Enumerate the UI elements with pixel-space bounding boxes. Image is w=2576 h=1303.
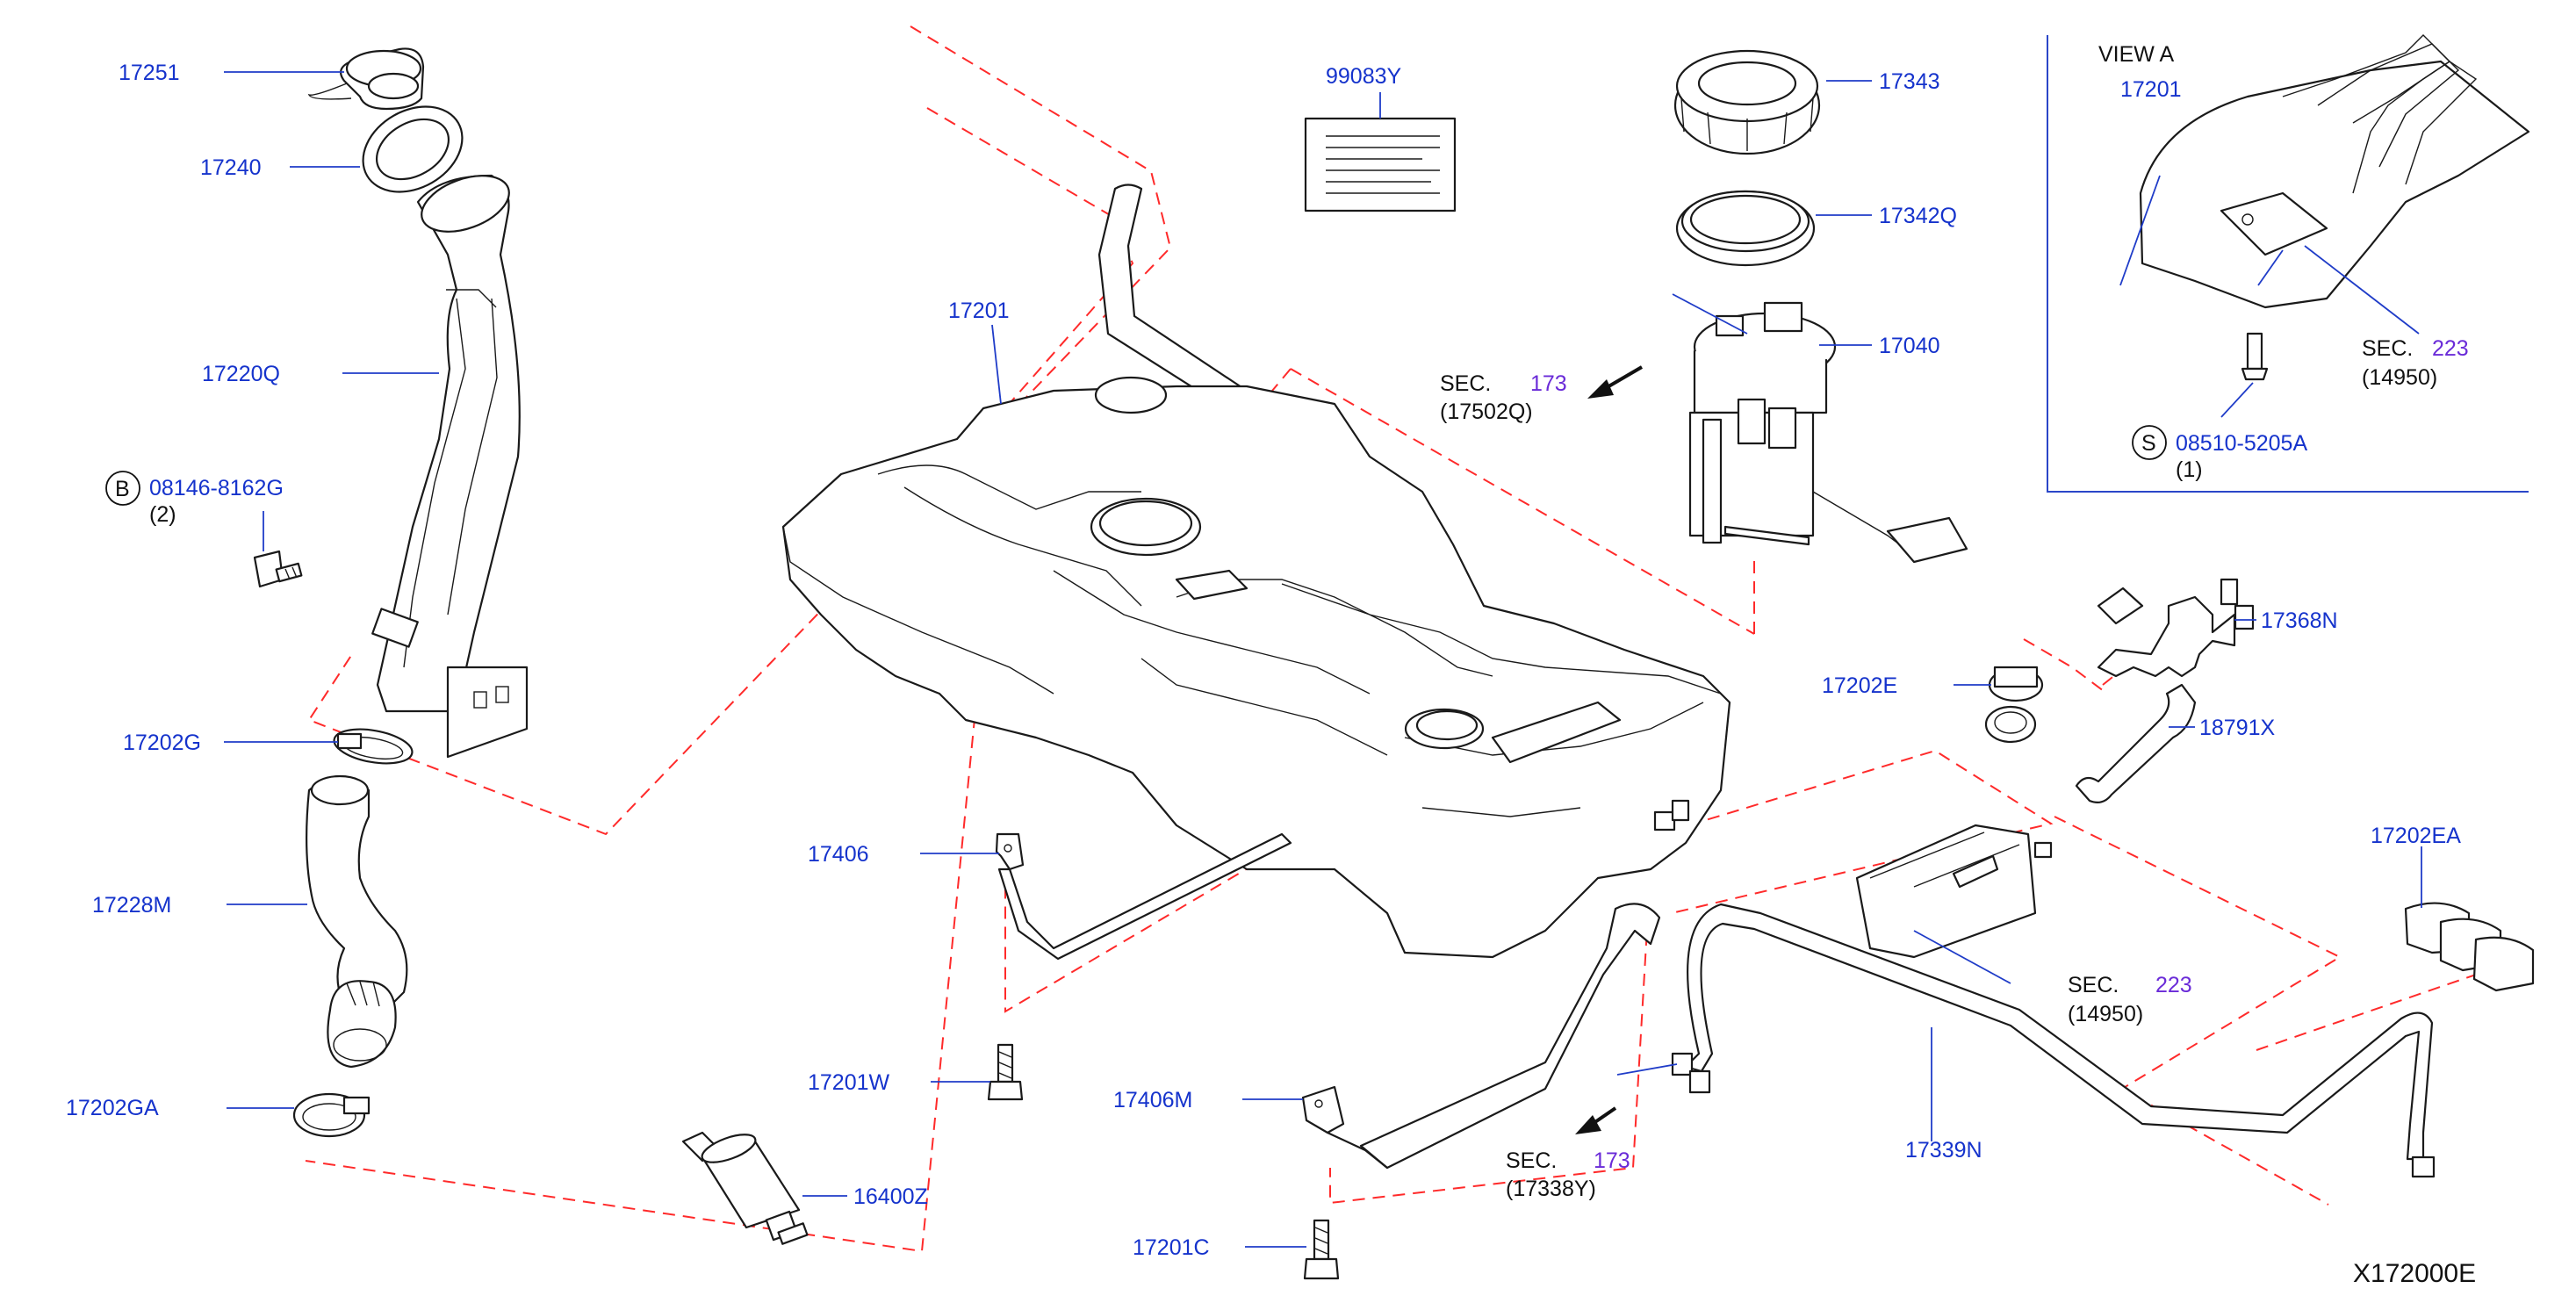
clamp-17202GA[interactable] (292, 1092, 371, 1138)
svg-text:SEC.: SEC. (2362, 336, 2413, 361)
filler-ring-17240[interactable] (348, 90, 478, 209)
view-a-title: VIEW A (2098, 42, 2174, 67)
label-17228M[interactable]: 17228M (92, 893, 171, 918)
svg-text:SEC.: SEC. (2068, 973, 2119, 997)
label-17202E[interactable]: 17202E (1822, 673, 1897, 698)
marker-b: B (105, 471, 140, 506)
label-17343[interactable]: 17343 (1879, 69, 1940, 94)
label-17368N[interactable]: 17368N (2261, 608, 2338, 633)
vent-pipe-17368N[interactable] (2097, 578, 2255, 678)
filler-tube-17220Q[interactable] (371, 165, 529, 759)
svg-text:173: 173 (1594, 1148, 1630, 1173)
label-17201-view[interactable]: 17201 (2120, 77, 2182, 102)
clip-17202E[interactable] (1984, 666, 2044, 744)
fuel-pipe-17339N[interactable] (1671, 903, 2436, 1178)
label-17201C[interactable]: 17201C (1133, 1235, 1210, 1260)
tank-band-17406[interactable] (995, 832, 1292, 961)
svg-text:(14950): (14950) (2068, 1002, 2143, 1026)
svg-text:223: 223 (2155, 973, 2192, 997)
sec-ref-173-upper[interactable]: SEC. 173 (17502Q) (1440, 371, 1567, 424)
retainer-ring-17343[interactable] (1673, 49, 1821, 155)
label-08510-5205A[interactable]: 08510-5205A (2176, 431, 2307, 456)
label-17201W[interactable]: 17201W (808, 1070, 890, 1095)
sec-ref-223-canister[interactable]: SEC. 223 (14950) (2068, 973, 2192, 1026)
svg-text:173: 173 (1530, 371, 1567, 396)
label-16400Z[interactable]: 16400Z (853, 1184, 928, 1209)
fuel-tank-17201[interactable] (781, 184, 1731, 959)
label-17201-tank[interactable]: 17201 (948, 299, 1010, 323)
label-17040[interactable]: 17040 (1879, 334, 1940, 358)
assembly-dashed-lines (305, 25, 2477, 1253)
sec-arrow-173-upper (1587, 365, 1644, 399)
svg-text:(17338Y): (17338Y) (1506, 1177, 1596, 1201)
svg-text:B: B (115, 477, 130, 501)
sec-ref-173-lower[interactable]: SEC. 173 (17338Y) (1506, 1148, 1630, 1201)
leader-lines (224, 71, 2422, 1248)
svg-text:SEC.: SEC. (1440, 371, 1491, 396)
bolt-17201C[interactable] (1303, 1219, 1340, 1280)
label-08146-8162G[interactable]: 08146-8162G (149, 476, 284, 500)
label-99083Y[interactable]: 99083Y (1326, 64, 1402, 89)
fuel-pump-17040[interactable] (1688, 301, 1968, 564)
sec-arrow-173-lower (1575, 1106, 1617, 1134)
svg-text:SEC.: SEC. (1506, 1148, 1557, 1173)
svg-text:S: S (2141, 431, 2156, 456)
svg-text:(14950): (14950) (2362, 365, 2437, 390)
filler-hose-17228M[interactable] (306, 774, 408, 1069)
view-a-inset (2047, 34, 2530, 493)
clamp-17202G[interactable] (332, 723, 415, 768)
label-17406M[interactable]: 17406M (1113, 1088, 1192, 1112)
label-17220Q[interactable]: 17220Q (202, 362, 280, 386)
label-17251[interactable]: 17251 (119, 61, 180, 85)
diagram-id: X172000E (2353, 1259, 2476, 1288)
tank-band-17406M[interactable] (1301, 903, 1661, 1170)
label-08510-qty: (1) (2176, 457, 2203, 482)
evap-canister[interactable] (1855, 824, 2053, 959)
label-17342Q[interactable]: 17342Q (1879, 204, 1957, 228)
bolt-08146-8162G[interactable] (253, 550, 303, 588)
label-17202GA[interactable]: 17202GA (66, 1096, 159, 1120)
label-plate-99083Y[interactable] (1304, 117, 1457, 212)
sec-ref-223-view[interactable]: SEC. 223 (14950) (2362, 336, 2469, 390)
label-08146-qty: (2) (149, 502, 176, 527)
svg-text:(17502Q): (17502Q) (1440, 400, 1533, 424)
filler-cap-17251[interactable] (307, 47, 425, 111)
label-17202G[interactable]: 17202G (123, 731, 201, 755)
label-17240[interactable]: 17240 (200, 155, 262, 180)
fuel-filter-16400Z[interactable] (681, 1129, 809, 1245)
pump-seal-17342Q[interactable] (1675, 190, 1816, 267)
label-17339N[interactable]: 17339N (1905, 1138, 1982, 1163)
label-18791X[interactable]: 18791X (2199, 716, 2276, 740)
part-labels: 17251 17240 17220Q 08146-8162G (2) 17202… (66, 42, 2476, 1288)
label-17202EA[interactable]: 17202EA (2371, 824, 2461, 848)
marker-s: S (2132, 425, 2167, 460)
svg-text:223: 223 (2432, 336, 2469, 361)
bolt-17201W[interactable] (987, 1043, 1024, 1101)
vent-hose-18791X[interactable] (2075, 683, 2197, 803)
clips-17202EA[interactable] (2404, 902, 2535, 992)
label-17406[interactable]: 17406 (808, 842, 869, 867)
